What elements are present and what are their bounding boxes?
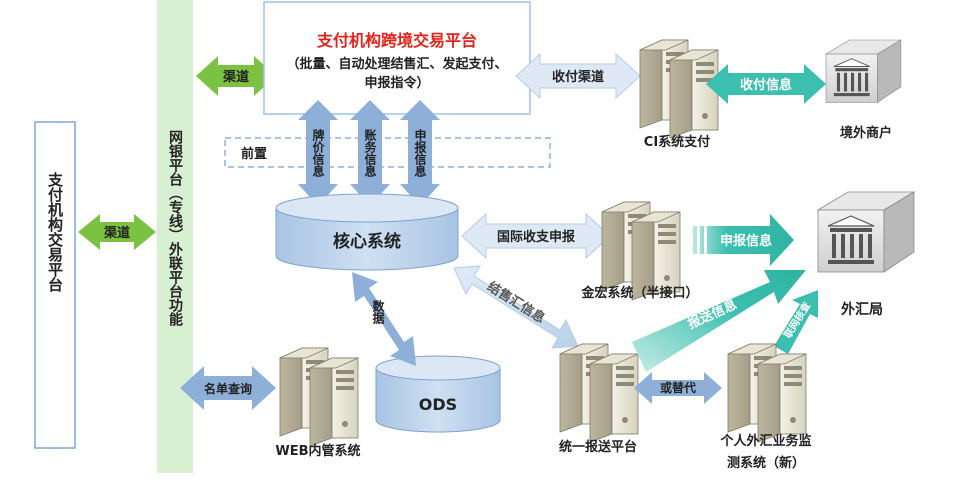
channel-top-label: 渠道 — [222, 69, 249, 85]
ci-system-label: CI系统支付 — [644, 134, 710, 150]
web-admin-server-icon — [279, 347, 359, 447]
channel-left-label: 渠道 — [103, 225, 130, 241]
svg-text:名单查询: 名单查询 — [204, 381, 252, 396]
gateway-label: 网银平台（专线）外联平台功能 — [167, 130, 184, 327]
personal-fx-label-1: 个人外汇业务监 — [719, 433, 811, 449]
safe-building-icon — [817, 191, 915, 273]
data-arrow: 数据 — [352, 272, 416, 366]
svg-text:申报信息: 申报信息 — [720, 233, 772, 249]
core-system: 核心系统 — [275, 193, 459, 271]
jinhong-label: 金宏系统（半接口） — [580, 285, 698, 301]
web-admin-label: WEB内管系统 — [275, 443, 360, 459]
fx-info-arrow: 结售汇信息 — [453, 265, 579, 349]
ci-server-icon — [639, 39, 719, 139]
report-info-arrow: 申报信息 — [400, 100, 440, 206]
main-platform-title: 支付机构跨境交易平台 — [316, 31, 477, 50]
ods-label: ODS — [419, 395, 457, 414]
name-query-arrow: 名单查询 — [180, 366, 276, 410]
overseas-merchant-label: 境外商户 — [840, 125, 892, 141]
left-platform-box — [34, 121, 76, 449]
declare-info-arrow: 申报信息 — [690, 214, 794, 266]
svg-text:牌价信息: 牌价信息 — [311, 128, 325, 178]
svg-text:申报信息: 申报信息 — [413, 128, 427, 178]
personal-fx-server-icon — [727, 343, 807, 443]
channel-top-arrow — [196, 56, 276, 96]
quote-info-arrow: 牌价信息 — [298, 100, 338, 206]
collect-pay-channel-arrow: 收付渠道 — [515, 52, 641, 100]
main-platform-line2: 申报指令） — [364, 75, 429, 91]
core-label: 核心系统 — [333, 231, 401, 252]
svg-text:结售汇信息: 结售汇信息 — [484, 279, 548, 327]
personal-fx-label-2: 测系统（新） — [727, 455, 805, 471]
account-info-arrow: 账务信息 — [350, 100, 390, 206]
intl-report-arrow: 国际收支申报 — [461, 212, 611, 260]
svg-text:数据: 数据 — [371, 299, 385, 325]
svg-text:或替代: 或替代 — [660, 380, 696, 395]
main-platform-box — [263, 1, 531, 115]
left-platform-label: 支付机构交易平台 — [46, 171, 64, 293]
unified-report-server-icon — [559, 343, 639, 443]
replace-arrow: 或替代 — [634, 372, 722, 404]
svg-text:账务信息: 账务信息 — [363, 129, 377, 178]
main-platform-line1: （批量、自动处理结售汇、发起支付、 — [286, 56, 507, 72]
collect-pay-info-arrow: 收付信息 — [706, 64, 826, 104]
front-label: 前置 — [241, 146, 267, 162]
safe-label: 外汇局 — [841, 301, 883, 318]
svg-text:收付渠道: 收付渠道 — [552, 69, 604, 85]
ods: ODS — [375, 355, 501, 433]
front-box — [224, 137, 551, 168]
svg-text:国际收支申报: 国际收支申报 — [497, 229, 576, 245]
channel-left-arrow — [78, 214, 156, 250]
unified-report-label: 统一报送平台 — [559, 439, 637, 455]
svg-text:收付信息: 收付信息 — [740, 77, 792, 93]
merchant-building-icon — [825, 39, 902, 103]
